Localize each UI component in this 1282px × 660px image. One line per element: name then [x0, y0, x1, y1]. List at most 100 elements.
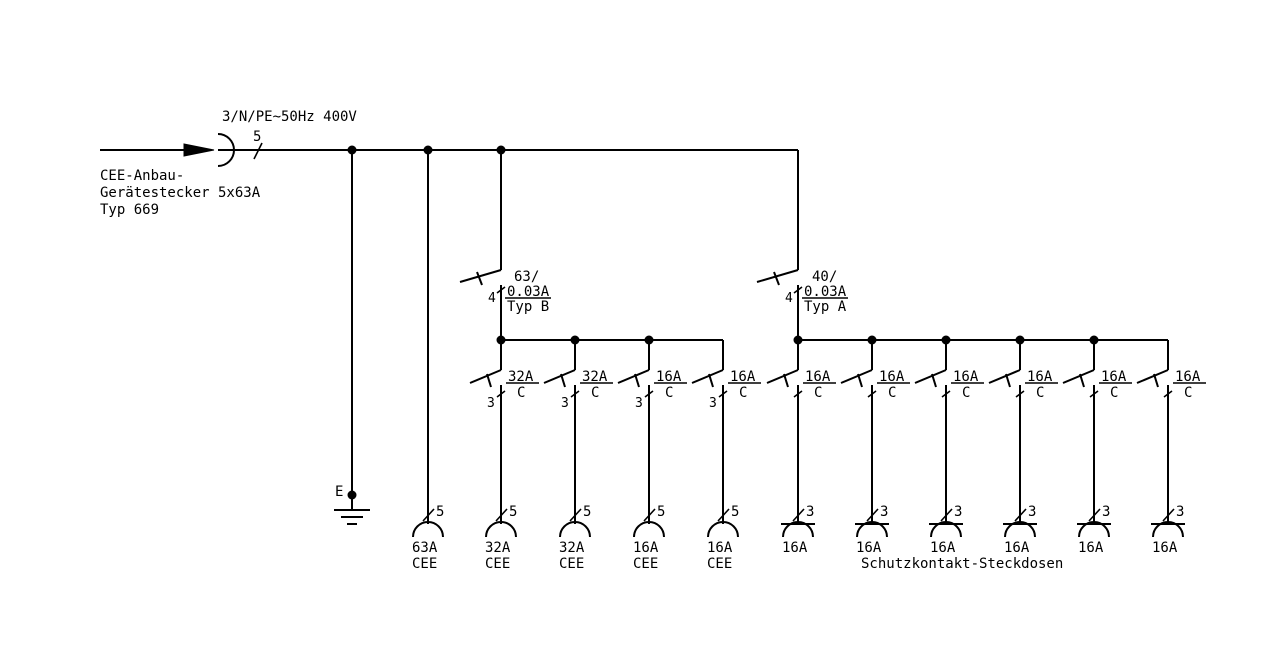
inlet-label-line-2: Gerätestecker 5x63A — [100, 185, 261, 201]
breaker-pole-tick — [496, 390, 506, 398]
socket-rating: 63A — [412, 540, 438, 556]
socket-wire-tick — [569, 508, 582, 522]
rcd-typ-b-mark — [476, 271, 483, 286]
breaker-contact — [617, 369, 650, 384]
breaker-curve: C — [1184, 385, 1192, 401]
breaker-mark — [857, 373, 863, 388]
breaker-pole-tick — [867, 390, 877, 398]
rcd-typ-a-poles: 4 — [785, 291, 793, 306]
socket-wire-count: 5 — [509, 504, 517, 520]
socket-type: CEE — [707, 556, 732, 572]
rcd-typ-a-contact — [756, 269, 799, 283]
socket-outlet-arc — [1078, 521, 1110, 538]
socket-wire-count: 3 — [806, 504, 814, 520]
socket-wire-count: 5 — [657, 504, 665, 520]
socket-outlet-arc — [930, 521, 962, 538]
socket-rating: 16A — [707, 540, 733, 556]
breaker-curve: C — [1036, 385, 1044, 401]
socket-wire-tick — [495, 508, 508, 522]
socket-wire-tick — [717, 508, 730, 522]
breaker-contact — [988, 369, 1021, 384]
socket-type: CEE — [412, 556, 437, 572]
main-bus — [347, 145, 799, 515]
socket-wire-count: 5 — [731, 504, 739, 520]
socket-rating: 32A — [485, 540, 511, 556]
schuko-group-label: Schutzkontakt-Steckdosen — [861, 556, 1063, 572]
breaker-curve: C — [1110, 385, 1118, 401]
socket-rating: 16A — [856, 540, 882, 556]
breaker-mark — [1153, 373, 1159, 388]
socket-rating: 16A — [1078, 540, 1104, 556]
breaker-mark — [783, 373, 789, 388]
breaker-curve: C — [591, 385, 599, 401]
breaker-rating: 16A — [1175, 369, 1201, 385]
socket-rating: 16A — [1152, 540, 1178, 556]
breaker-mark — [560, 373, 566, 388]
breaker-curve: C — [814, 385, 822, 401]
rcd-typ-b-sensitivity: 0.03A — [507, 284, 550, 300]
incoming-arrow-head — [183, 143, 215, 157]
rcd-typ-a: 4 40/ 0.03A Typ A — [756, 269, 848, 340]
socket-rating: 16A — [930, 540, 956, 556]
rcd-typ-b-type: Typ B — [507, 299, 549, 315]
socket-outlet-arc — [1004, 521, 1036, 538]
socket-wire-tick — [643, 508, 656, 522]
supply-pole-tick — [253, 142, 263, 160]
breaker-contact — [691, 369, 724, 384]
breaker-poles: 3 — [635, 396, 643, 411]
rcd-typ-b-pole-tick — [496, 286, 506, 294]
breaker-pole-tick — [1015, 390, 1025, 398]
rcd-typ-b-poles: 4 — [488, 291, 496, 306]
breaker-contact — [1136, 369, 1169, 384]
socket-rating: 16A — [1004, 540, 1030, 556]
earth-terminal: E — [334, 484, 370, 525]
breaker-contact — [914, 369, 947, 384]
rcd-typ-a-pole-tick — [793, 286, 803, 294]
socket-rating: 16A — [782, 540, 808, 556]
breaker-rating: 16A — [730, 369, 756, 385]
breaker-rating: 16A — [953, 369, 979, 385]
breaker-curve: C — [517, 385, 525, 401]
socket-type: CEE — [485, 556, 510, 572]
breaker-contact — [469, 369, 502, 384]
breaker-rating: 16A — [1027, 369, 1053, 385]
breaker-poles: 3 — [709, 396, 717, 411]
breaker-pole-tick — [1089, 390, 1099, 398]
breaker-pole-tick — [570, 390, 580, 398]
sub-bus-b — [496, 335, 723, 345]
socket-wire-count: 3 — [1028, 504, 1036, 520]
breaker-mark — [931, 373, 937, 388]
breaker-contact — [543, 369, 576, 384]
rcd-typ-a-type: Typ A — [804, 299, 847, 315]
breaker-poles: 3 — [561, 396, 569, 411]
sub-bus-a — [793, 335, 1168, 345]
socket-wire-count: 3 — [880, 504, 888, 520]
socket-wire-tick — [1162, 508, 1175, 522]
circuit-breakers: 332AC332AC316AC316AC16AC16AC16AC16AC16AC… — [469, 340, 1206, 515]
socket-wire-tick — [1088, 508, 1101, 522]
breaker-pole-tick — [793, 390, 803, 398]
breaker-rating: 32A — [582, 369, 608, 385]
supply-poles: 5 — [253, 129, 261, 145]
rcd-typ-b: 4 63/ 0.03A Typ B — [459, 269, 551, 340]
socket-type: CEE — [633, 556, 658, 572]
breaker-contact — [766, 369, 799, 384]
inlet-label-line-3: Typ 669 — [100, 202, 159, 218]
socket-outlet-arc — [559, 521, 591, 538]
sockets: 563ACEE532ACEE532ACEE516ACEE516ACEE316A3… — [412, 504, 1185, 572]
breaker-curve: C — [962, 385, 970, 401]
socket-outlet-arc — [707, 521, 739, 538]
breaker-rating: 16A — [805, 369, 831, 385]
rcd-typ-b-rating: 63/ — [514, 269, 539, 285]
breaker-rating: 32A — [508, 369, 534, 385]
